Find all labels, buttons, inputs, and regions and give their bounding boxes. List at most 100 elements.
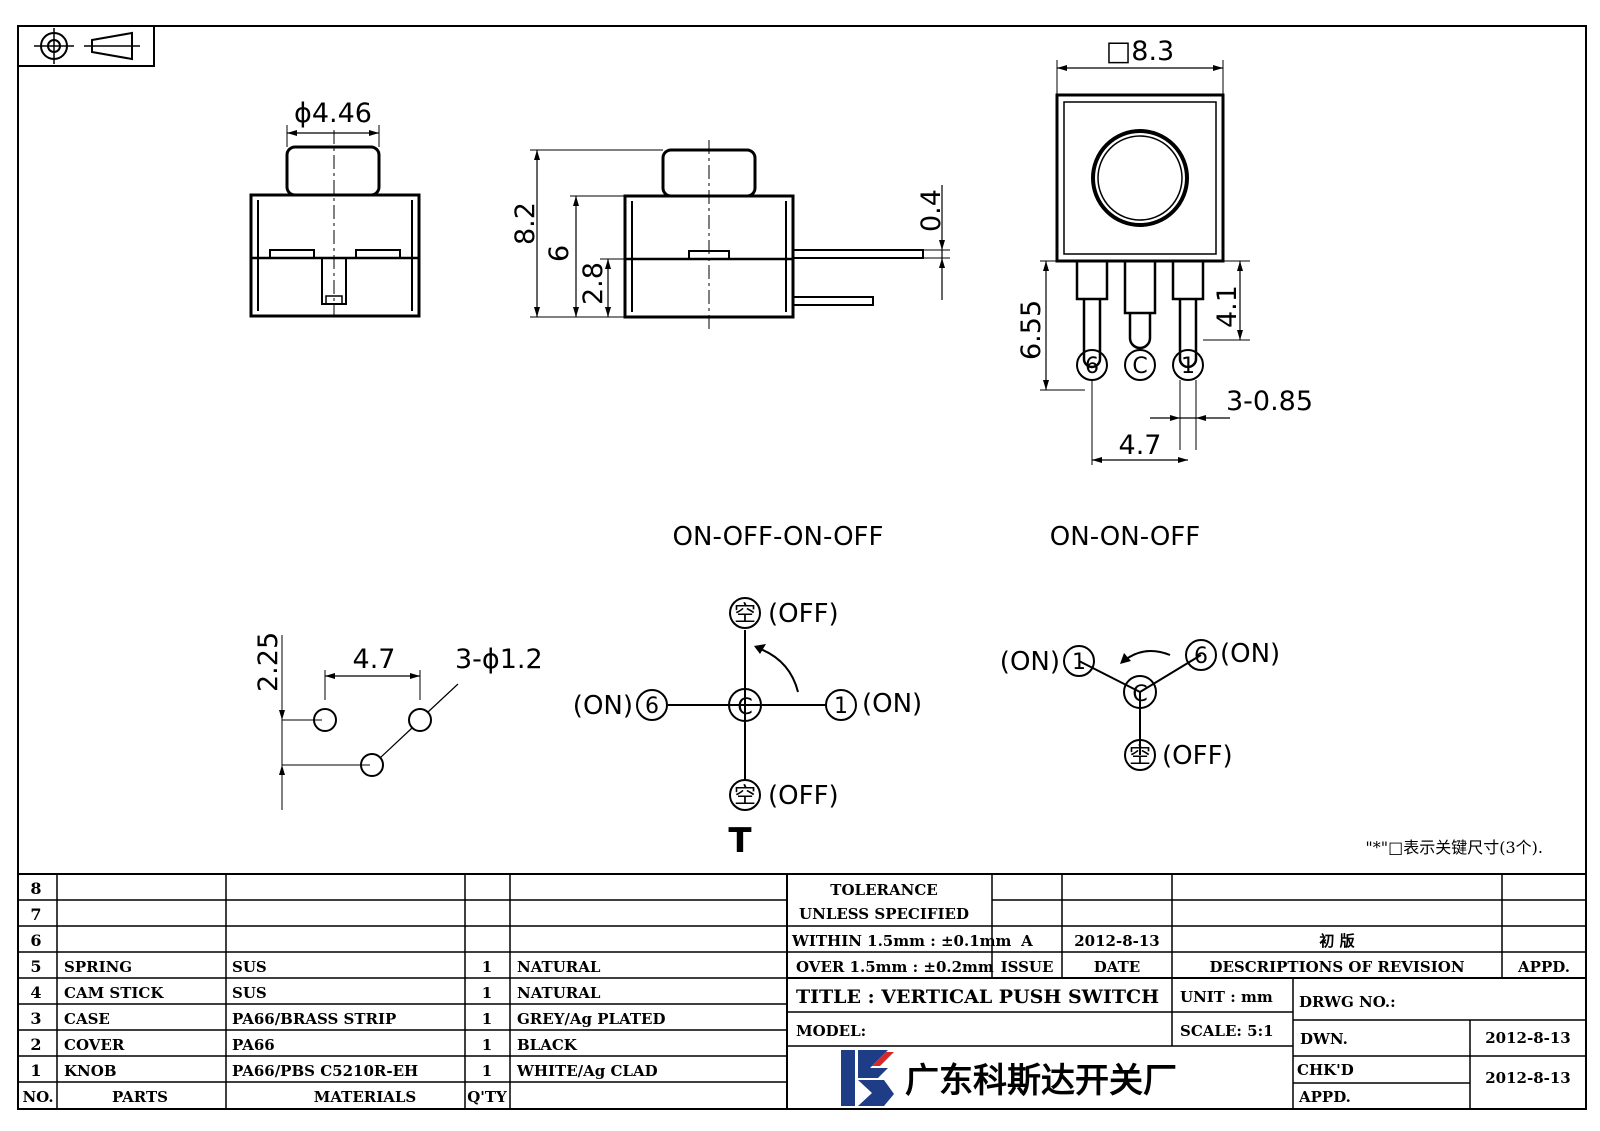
row-material: SUS [232, 984, 267, 1002]
title-block: TOLERANCE UNLESS SPECIFIED WITHIN 1.5mm … [791, 881, 1571, 1106]
dwn-label: DWN. [1300, 1030, 1348, 1048]
row-material: PA66/PBS C5210R-EH [232, 1062, 418, 1080]
dim-pin-pitch: 4.7 [1119, 430, 1162, 461]
projection-symbol [17, 25, 155, 67]
dim-terminal-thickness: 0.4 [916, 189, 947, 232]
model-label: MODEL: [796, 1022, 866, 1040]
schematic-left [636, 597, 857, 811]
date-label: DATE [1094, 958, 1140, 976]
row-finish: BLACK [517, 1036, 578, 1054]
row-no: 2 [30, 1035, 41, 1054]
row-material: SUS [232, 958, 267, 976]
left-pin-6: 6 [645, 694, 659, 719]
dim-pin-protrude: 4.1 [1212, 285, 1243, 328]
side-view [530, 140, 950, 330]
chkd-date: 2012-8-13 [1485, 1069, 1571, 1087]
row-part: KNOB [64, 1062, 117, 1080]
right-common: C [1132, 682, 1147, 707]
header-no: NO. [22, 1088, 53, 1106]
dim-height-total: 8.2 [510, 202, 541, 245]
schematic-title-left: ON-OFF-ON-OFF [673, 522, 884, 552]
row-finish: NATURAL [517, 984, 601, 1002]
tolerance-over: OVER 1.5mm : ±0.2mm [796, 958, 994, 976]
row-no: 7 [30, 905, 41, 924]
dim-pin-width: 3-0.85 [1226, 386, 1313, 417]
row-material: PA66 [232, 1036, 275, 1054]
dim-height-base: 2.8 [578, 262, 609, 305]
schematic-right [1063, 639, 1217, 771]
right-on-left: (ON) [1000, 647, 1060, 677]
left-kong-bottom: 空 [734, 784, 756, 809]
row-qty: 1 [482, 1010, 492, 1028]
drawing-title: TITLE : VERTICAL PUSH SWITCH [796, 986, 1159, 1008]
company-name: 广东科斯达开关厂 [905, 1061, 1177, 1101]
dim-hole-diameter: 3-ϕ1.2 [455, 644, 543, 675]
row-no: 8 [30, 879, 41, 898]
dim-hole-pitch: 4.7 [353, 644, 396, 675]
left-common: C [737, 695, 752, 720]
top-view [1040, 60, 1250, 465]
row-finish: NATURAL [517, 958, 601, 976]
right-pin-1: 1 [1072, 650, 1086, 675]
row-finish: GREY/Ag PLATED [517, 1010, 666, 1028]
dim-body-square: □8.3 [1106, 36, 1174, 67]
left-off-top: (OFF) [768, 599, 839, 629]
row-qty: 1 [482, 984, 492, 1002]
row-part: COVER [64, 1036, 125, 1054]
row-no: 3 [30, 1009, 41, 1028]
header-materials: MATERIALS [314, 1088, 417, 1106]
row-material: PA66/BRASS STRIP [232, 1010, 396, 1028]
pin-label-c: C [1132, 354, 1147, 379]
dim-hole-offset-y: 2.25 [253, 632, 284, 692]
dim-pin-length: 6.55 [1016, 300, 1047, 360]
company-logo [841, 1050, 894, 1106]
row-no: 6 [30, 931, 41, 950]
row-part: CASE [64, 1010, 110, 1028]
left-on-right: (ON) [862, 689, 922, 719]
issue-label: ISSUE [1001, 958, 1054, 976]
row-qty: 1 [482, 1036, 492, 1054]
issue-value: A [1020, 932, 1033, 950]
left-pin-1: 1 [834, 694, 848, 719]
chkd-label: CHK'D [1297, 1061, 1354, 1079]
sheet-border [17, 25, 1587, 1110]
tolerance-label: TOLERANCE [830, 881, 937, 899]
left-kong-top: 空 [734, 602, 756, 627]
pin-label-1: 1 [1181, 354, 1195, 379]
left-on-left: (ON) [573, 691, 633, 721]
dwn-date: 2012-8-13 [1485, 1029, 1571, 1047]
pcb-hole-layout [279, 635, 459, 810]
pin-label-6: 6 [1085, 354, 1099, 379]
unless-label: UNLESS SPECIFIED [799, 905, 969, 923]
row-no: 4 [30, 983, 41, 1002]
front-view [249, 125, 421, 318]
row-part: CAM STICK [64, 984, 164, 1002]
right-on-right: (ON) [1220, 639, 1280, 669]
row-no: 5 [30, 957, 41, 976]
drawing-number-label: DRWG NO.: [1299, 993, 1396, 1011]
row-part: SPRING [64, 958, 132, 976]
type-mark: T [728, 821, 752, 861]
unit-label: UNIT : mm [1180, 988, 1273, 1006]
dim-knob-diameter: ϕ4.46 [294, 98, 372, 129]
parts-table: 8 7 6 5 SPRING SUS 1 NATURAL 4 CAM STICK… [22, 879, 665, 1106]
dim-height-body: 6 [544, 245, 575, 262]
revision-value: 初 版 [1319, 932, 1354, 950]
appd-label: APPD. [1298, 1088, 1351, 1106]
row-finish: WHITE/Ag CLAD [516, 1062, 658, 1080]
tolerance-within: WITHIN 1.5mm : ±0.1mm [791, 932, 1012, 950]
row-qty: 1 [482, 1062, 492, 1080]
appd-header-label: APPD. [1517, 958, 1570, 976]
schematic-title-right: ON-ON-OFF [1050, 522, 1200, 552]
descriptions-label: DESCRIPTIONS OF REVISION [1209, 958, 1464, 976]
scale-label: SCALE: 5:1 [1180, 1022, 1274, 1040]
right-off: (OFF) [1162, 741, 1233, 771]
table-grid [18, 873, 1586, 1109]
left-off-bottom: (OFF) [768, 781, 839, 811]
key-dimension-note: "*"□表示关键尺寸(3个). [1365, 838, 1543, 857]
right-pin-6: 6 [1194, 644, 1208, 669]
header-qty: Q'TY [467, 1088, 507, 1106]
date-value: 2012-8-13 [1074, 932, 1160, 950]
row-no: 1 [30, 1061, 41, 1080]
